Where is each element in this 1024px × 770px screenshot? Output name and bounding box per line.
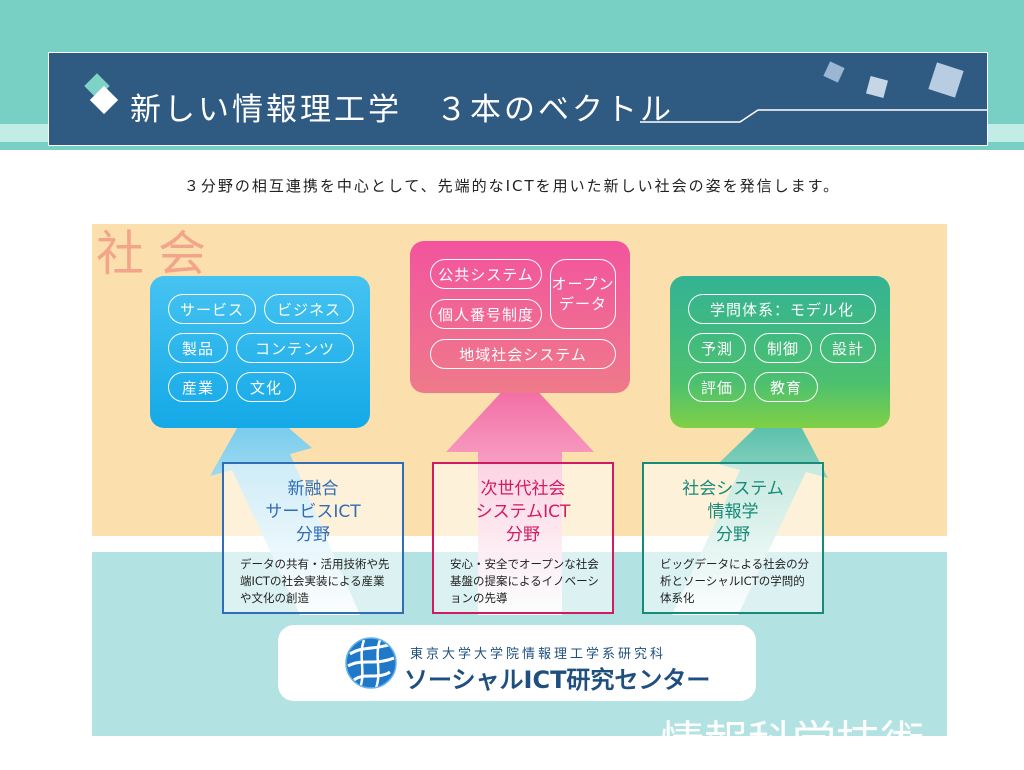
pink-topic-box: 公共システム 個人番号制度 オープン データ 地域社会システム xyxy=(410,241,630,393)
society-label: 社会 xyxy=(96,226,221,282)
pill-open-data: オープン データ xyxy=(550,259,616,329)
center-name: ソーシャルICT研究センター xyxy=(404,666,711,694)
field-description: ビッグデータによる社会の分析とソーシャルICTの学問的体系化 xyxy=(660,557,810,605)
title-bar-decoration xyxy=(640,61,988,123)
pill-my-number: 個人番号制度 xyxy=(430,299,542,329)
green-topic-box: 学問体系：モデル化 予測 制御 設計 評価 教育 xyxy=(670,276,890,428)
field-box-social-system-ict: 次世代社会 システムICT 分野 安心・安全でオープンな社会基盤の提案によるイノ… xyxy=(432,462,614,614)
pill-control: 制御 xyxy=(754,333,812,363)
pill-public-system: 公共システム xyxy=(430,259,542,289)
page-subtitle: ３分野の相互連携を中心として、先端的なICTを用いた新しい社会の姿を発信します。 xyxy=(183,177,841,195)
field-title: 新融合 サービスICT 分野 xyxy=(265,479,361,545)
pill-product: 製品 xyxy=(168,333,228,363)
field-description: データの共有・活用技術や先端ICTの社会実装による産業や文化の創造 xyxy=(240,557,390,605)
pill-regional-system: 地域社会システム xyxy=(430,339,616,369)
blue-topic-box: サービス ビジネス 製品 コンテンツ 産業 文化 xyxy=(150,276,370,428)
pill-contents: コンテンツ xyxy=(236,333,354,363)
pill-prediction: 予測 xyxy=(688,333,746,363)
page-title: 新しい情報理工学 ３本のベクトル xyxy=(130,92,674,128)
pill-industry: 産業 xyxy=(168,372,228,402)
field-description: 安心・安全でオープンな社会基盤の提案によるイノベーションの先導 xyxy=(450,557,599,605)
field-title: 社会システム 情報学 分野 xyxy=(682,479,784,545)
pill-business: ビジネス xyxy=(264,294,354,324)
center-globe-icon xyxy=(345,637,397,689)
field-title: 次世代社会 システムICT 分野 xyxy=(475,479,571,545)
pill-education: 教育 xyxy=(754,372,818,402)
pill-culture: 文化 xyxy=(236,372,296,402)
field-box-service-ict: 新融合 サービスICT 分野 データの共有・活用技術や先端ICTの社会実装による… xyxy=(222,462,404,614)
field-box-social-informatics: 社会システム 情報学 分野 ビッグデータによる社会の分析とソーシャルICTの学問… xyxy=(642,462,824,614)
center-org-name: 東京大学大学院情報理工学系研究科 xyxy=(410,647,667,662)
pill-evaluation: 評価 xyxy=(688,372,746,402)
pill-service: サービス xyxy=(168,294,256,324)
pill-discipline-modeling: 学問体系：モデル化 xyxy=(688,294,876,324)
science-label: 情報科学技術 xyxy=(660,717,924,768)
pill-design: 設計 xyxy=(820,333,876,363)
